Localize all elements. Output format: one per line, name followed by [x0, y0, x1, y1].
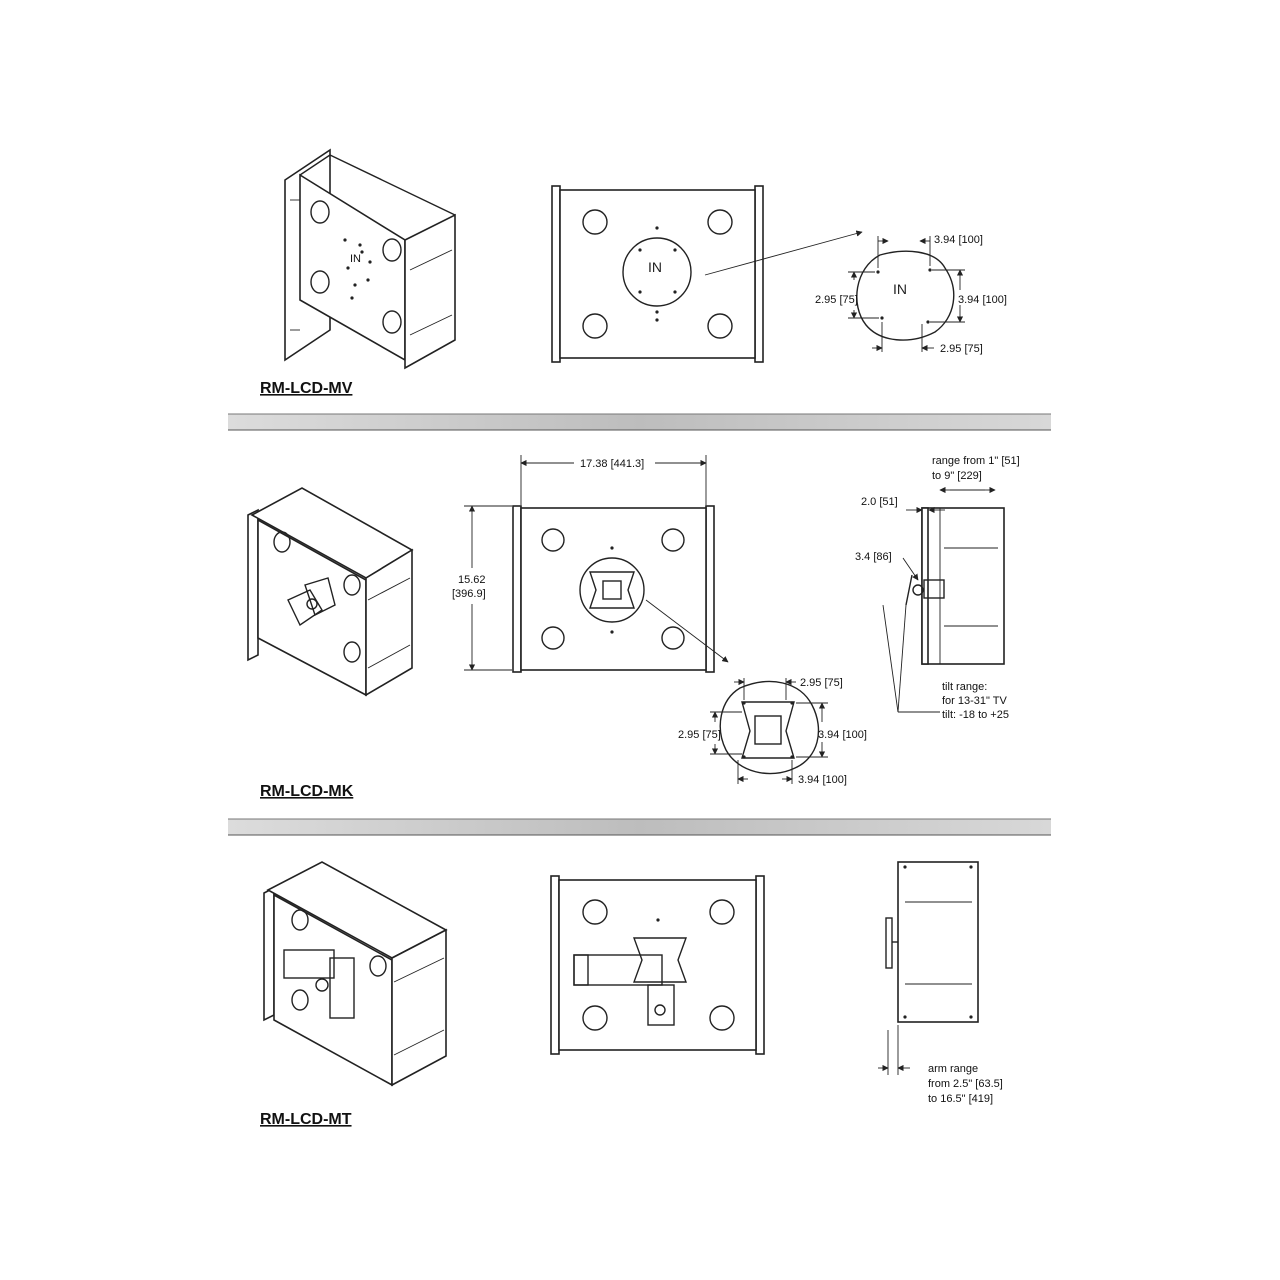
mk-tilt-3: tilt: -18 to +25 — [942, 709, 1009, 721]
mk-height-dim-1: 15.62 — [458, 574, 486, 586]
mk-height-dim-2: [396.9] — [452, 588, 486, 600]
mk-tilt-2: for 13-31" TV — [942, 695, 1008, 707]
section-rm-lcd-mk: 17.38 [441.3] 15.62 [396.9] 2.95 [75 — [247, 455, 1020, 800]
model-title-mv: RM-LCD-MV — [260, 380, 353, 397]
mk-width-dim: 17.38 [441.3] — [580, 458, 644, 470]
mk-dim-left: 2.95 [75] — [678, 729, 721, 741]
mv-isometric-view: IN — [284, 148, 456, 370]
model-title-mk: RM-LCD-MK — [260, 783, 354, 800]
mk-dim-bottom: 3.94 [100] — [798, 774, 847, 786]
mk-side-dim-a: 2.0 [51] — [861, 496, 898, 508]
section-rm-lcd-mv: IN IN — [260, 148, 1007, 397]
mt-arm-3: to 16.5" [419] — [928, 1093, 993, 1105]
mk-side-range-1: range from 1" [51] — [932, 455, 1020, 467]
mv-dim-left: 2.95 [75] — [815, 294, 858, 306]
separator-band — [228, 819, 1051, 835]
mk-dim-right: 3.94 [100] — [818, 729, 867, 741]
mk-isometric-view — [247, 487, 414, 697]
mt-front-view — [550, 875, 765, 1055]
model-title-mt: RM-LCD-MT — [260, 1111, 352, 1128]
section-rm-lcd-mt: arm range from 2.5" [63.5] to 16.5" [419… — [260, 861, 1003, 1128]
mv-detail-label: IN — [893, 281, 907, 297]
mv-dim-right: 3.94 [100] — [958, 294, 1007, 306]
mk-front-view: 17.38 [441.3] 15.62 [396.9] — [452, 455, 729, 673]
mk-side-dim-b: 3.4 [86] — [855, 551, 892, 563]
mk-dim-top: 2.95 [75] — [800, 677, 843, 689]
mv-dim-bottom: 2.95 [75] — [940, 343, 983, 355]
separator-band — [228, 414, 1051, 430]
mk-tilt-1: tilt range: — [942, 681, 987, 693]
mv-detail-view: IN 3.94 [100] 2.95 [75] 3.94 [100] 2 — [815, 234, 1007, 355]
mk-detail-view: 2.95 [75] 2.95 [75] 3.94 [100] 3.94 [100… — [678, 677, 867, 786]
mv-iso-in-label: IN — [350, 253, 361, 265]
mk-side-range-2: to 9" [229] — [932, 470, 982, 482]
mt-isometric-view — [263, 861, 448, 1087]
mt-arm-2: from 2.5" [63.5] — [928, 1078, 1003, 1090]
mv-dim-top: 3.94 [100] — [934, 234, 983, 246]
mt-arm-1: arm range — [928, 1063, 978, 1075]
mv-front-view: IN — [551, 185, 863, 363]
mt-side-view: arm range from 2.5" [63.5] to 16.5" [419… — [878, 861, 1003, 1105]
mk-side-view: range from 1" [51] to 9" [229] 2.0 [51] … — [855, 455, 1020, 721]
mv-center-label: IN — [648, 259, 662, 275]
